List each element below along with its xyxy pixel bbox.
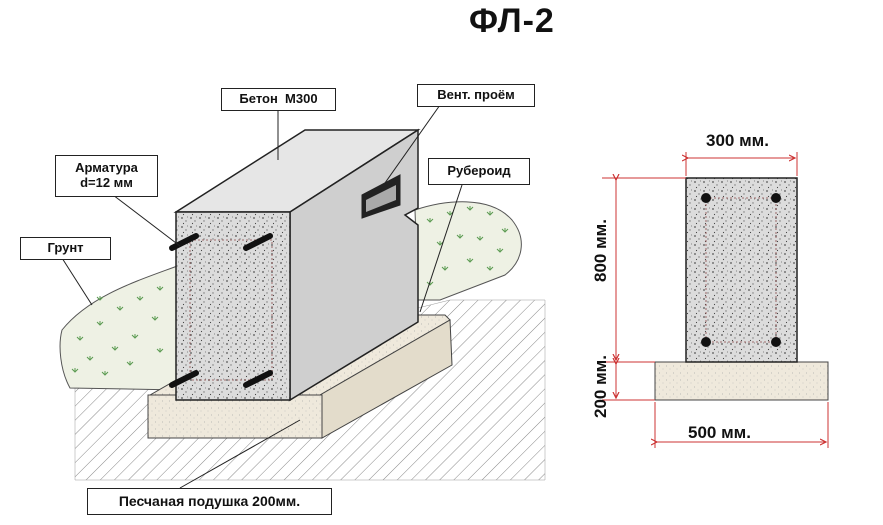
- grass-tuft: [501, 228, 509, 233]
- label-rebar: Арматура d=12 мм: [55, 155, 158, 197]
- soil-mound: [59, 201, 522, 391]
- label-ruberoid-text: Рубероид: [447, 163, 511, 179]
- grass-tuft: [131, 334, 139, 339]
- dimension-lines: [602, 152, 829, 448]
- grass-tuft: [76, 336, 84, 341]
- rebars: [169, 233, 273, 388]
- grass-tuft: [136, 296, 144, 301]
- label-concrete-text: Бетон М300: [239, 91, 318, 107]
- label-soil-text: Грунт: [47, 240, 84, 256]
- diagram-title: ФЛ-2: [469, 2, 555, 40]
- grass-tuft: [466, 258, 474, 263]
- label-ruberoid: Рубероид: [428, 158, 530, 185]
- grass-tuft: [466, 206, 474, 211]
- dim-width-top: 300 мм.: [706, 131, 769, 150]
- label-vent-text: Вент. проём: [437, 87, 515, 103]
- grass-tuft: [456, 234, 464, 239]
- label-rebar-line2: d=12 мм: [80, 175, 133, 190]
- label-vent: Вент. проём: [417, 84, 535, 107]
- grass-tuft: [486, 266, 494, 271]
- grass-tuft: [426, 218, 434, 223]
- grass-tuft: [96, 321, 104, 326]
- grass-tuft: [96, 296, 104, 301]
- section-view: [654, 177, 829, 401]
- grass-tuft: [486, 211, 494, 216]
- dim-height-block: 800 мм.: [591, 219, 610, 282]
- grass-tuft: [441, 266, 449, 271]
- concrete-block: [173, 128, 421, 402]
- label-rebar-line1: Арматура: [75, 160, 138, 176]
- grass-tuft: [86, 356, 94, 361]
- label-sand: Песчаная подушка 200мм.: [87, 488, 332, 515]
- dim-height-sand: 200 мм.: [591, 355, 610, 418]
- label-concrete: Бетон М300: [221, 88, 336, 111]
- grass-tuft: [71, 368, 79, 373]
- grass-tuft: [116, 306, 124, 311]
- grass-tuft: [111, 346, 119, 351]
- dim-width-base: 500 мм.: [688, 423, 751, 442]
- label-sand-text: Песчаная подушка 200мм.: [118, 493, 301, 510]
- grass-tuft: [156, 348, 164, 353]
- leader-lines: [61, 104, 463, 489]
- grass-tuft: [496, 248, 504, 253]
- grass-tuft: [436, 241, 444, 246]
- grass-tuft: [151, 316, 159, 321]
- grass-tuft: [156, 286, 164, 291]
- grass-tuft: [446, 211, 454, 216]
- label-soil: Грунт: [20, 237, 111, 260]
- grass-tuft: [476, 236, 484, 241]
- grass-tuft: [126, 361, 134, 366]
- grass-tuft: [101, 371, 109, 376]
